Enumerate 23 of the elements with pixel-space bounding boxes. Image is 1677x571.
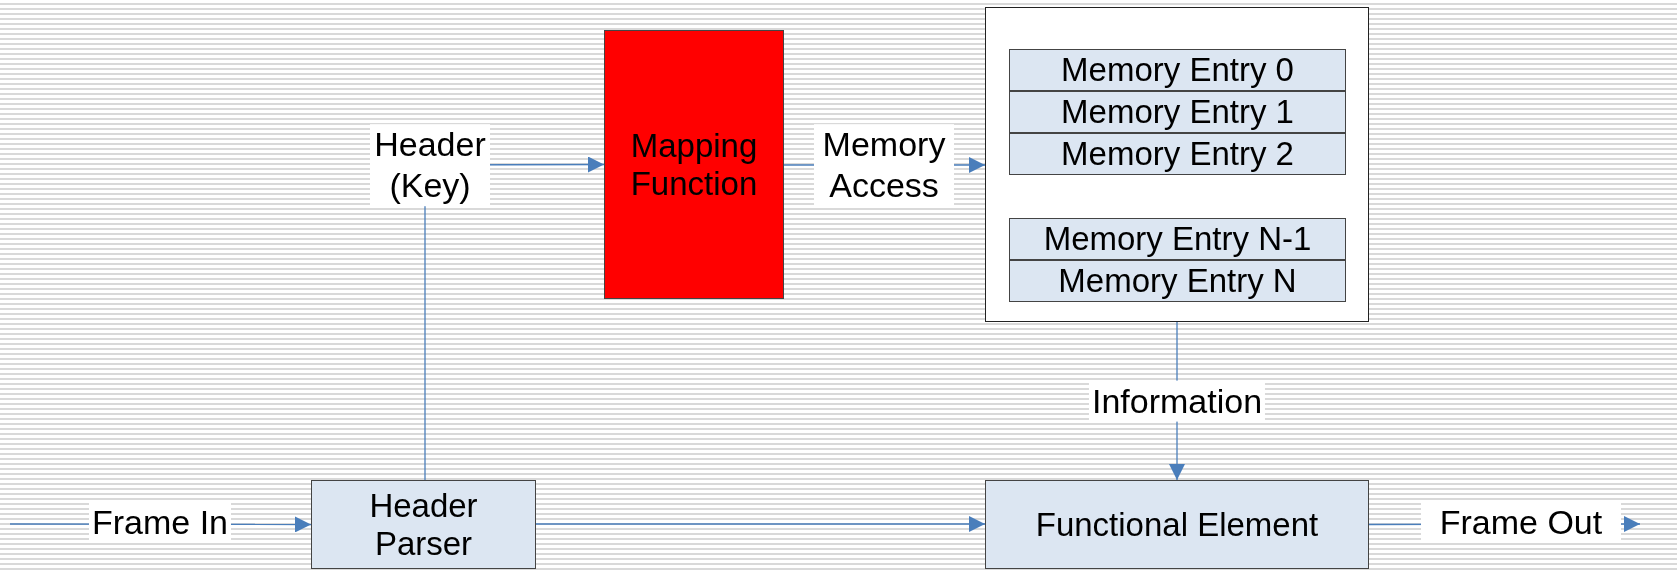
node-label: Memory Entry 2	[1061, 135, 1294, 173]
arrow	[535, 516, 986, 532]
edge-label: Frame Out	[1421, 501, 1621, 543]
function-box	[604, 30, 784, 299]
edge-label: Memory Access	[814, 124, 954, 206]
node-label: Memory Entry N-1	[1043, 220, 1312, 258]
node-label: Mapping Function	[629, 126, 759, 203]
memory-row	[1009, 260, 1346, 302]
edge-label: Information	[1088, 380, 1266, 422]
memory-row	[1009, 49, 1346, 91]
memory-row	[1009, 91, 1346, 133]
edge-label: Header (Key)	[370, 124, 490, 206]
memory-row	[1009, 218, 1346, 260]
node-label: Memory Entry 1	[1061, 93, 1294, 131]
node-label: Functional Element	[1035, 505, 1319, 544]
edge-label: Frame In	[89, 501, 231, 543]
process-box	[985, 480, 1369, 569]
node-label: Memory Entry N	[1058, 262, 1297, 300]
node-label: Memory Entry 0	[1061, 51, 1294, 89]
node-label: Header Parser	[368, 486, 479, 563]
process-box	[311, 480, 536, 569]
memory-box	[985, 7, 1369, 322]
memory-row	[1009, 133, 1346, 175]
